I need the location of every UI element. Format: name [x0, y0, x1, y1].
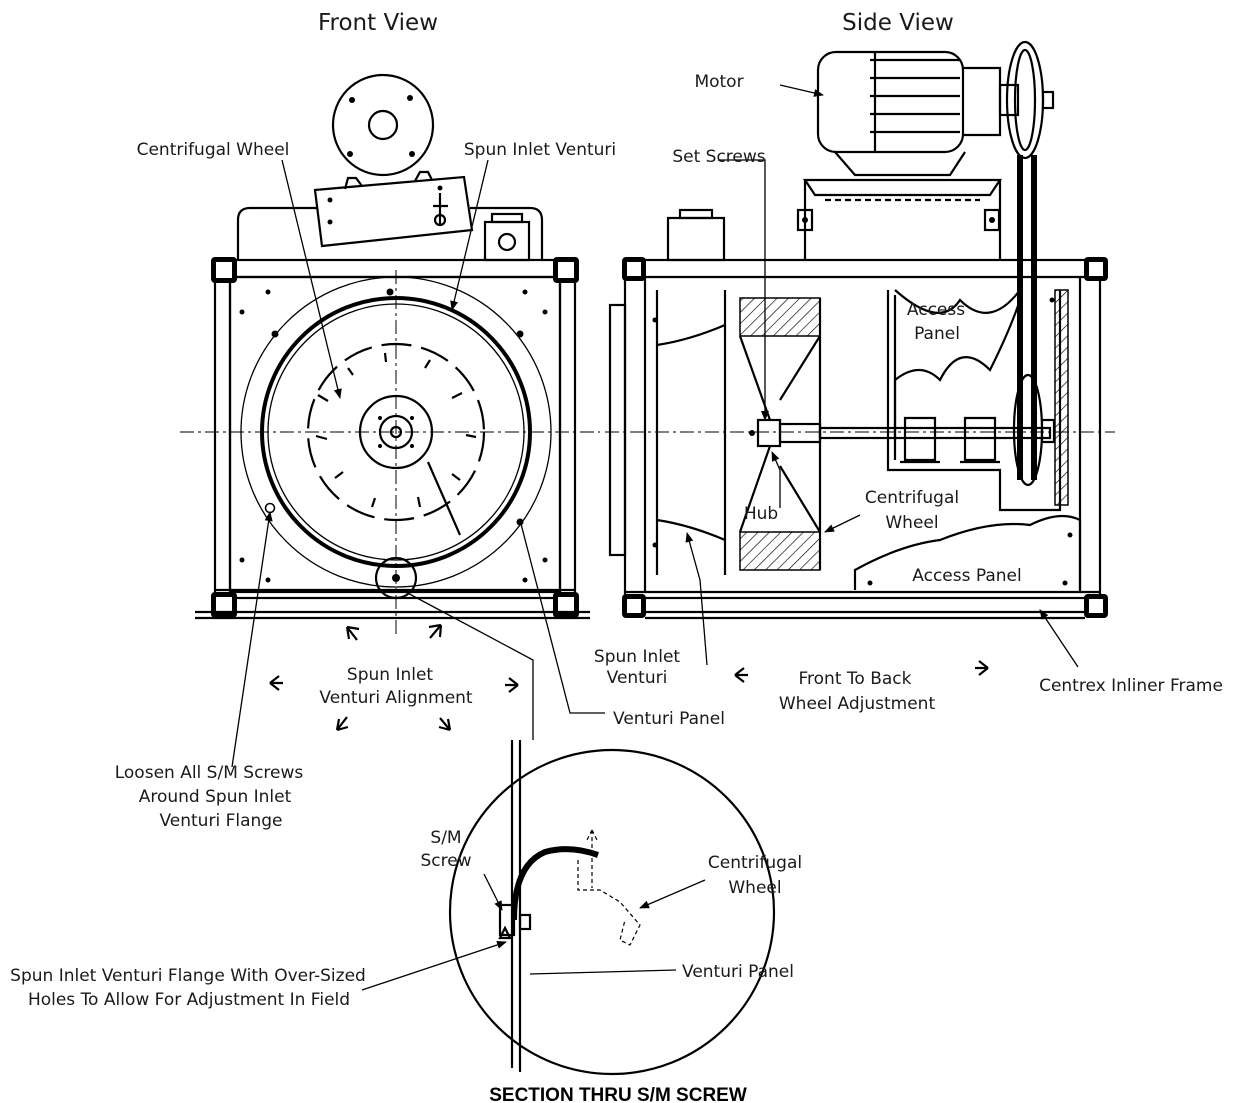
side-view: [605, 40, 1115, 683]
label-venturi-alignment-1: Spun Inlet: [347, 665, 434, 685]
label-spun-inlet-side-2: Venturi: [607, 668, 668, 688]
section-circle: [448, 748, 776, 1076]
label-centrifugal-wheel: Centrifugal Wheel: [137, 140, 290, 160]
label-spun-inlet-venturi: Spun Inlet Venturi: [464, 140, 616, 160]
label-front-to-back-2: Wheel Adjustment: [779, 694, 936, 714]
label-motor: Motor: [694, 72, 743, 92]
side-view-title: Side View: [842, 10, 954, 36]
label-spun-inlet-side-1: Spun Inlet: [594, 647, 681, 667]
section-detail: [448, 740, 776, 1076]
front-motor-mount: [313, 175, 474, 248]
label-loosen-3: Venturi Flange: [159, 811, 282, 831]
label-venturi-panel: Venturi Panel: [613, 709, 725, 729]
label-centrex-frame: Centrex Inliner Frame: [1039, 676, 1223, 696]
label-centrifugal-detail-1: Centrifugal: [708, 853, 802, 873]
label-loosen-1: Loosen All S/M Screws: [115, 763, 304, 783]
label-centrifugal-wheel-side-2: Wheel: [885, 513, 938, 533]
label-venturi-alignment-2: Venturi Alignment: [319, 688, 473, 708]
label-front-to-back-1: Front To Back: [799, 669, 912, 689]
label-flange-note-1: Spun Inlet Venturi Flange With Over-Size…: [10, 966, 366, 986]
label-loosen-2: Around Spun Inlet: [139, 787, 292, 807]
side-motor: [816, 50, 965, 154]
front-view: [180, 73, 600, 732]
labels: Centrifugal Wheel Spun Inlet Venturi Mot…: [10, 72, 1223, 1103]
label-access-panel-top-2: Panel: [914, 324, 960, 344]
label-centrifugal-wheel-side-1: Centrifugal: [865, 488, 959, 508]
label-access-panel-bottom: Access Panel: [912, 566, 1021, 586]
front-motor-shaft: [367, 109, 399, 141]
section-caption: SECTION THRU S/M SCREW: [489, 1085, 747, 1103]
label-flange-note-2: Holes To Allow For Adjustment In Field: [28, 990, 350, 1010]
side-wheel-top: [739, 297, 821, 337]
leader-lines: [231, 84, 1079, 991]
label-hub: Hub: [744, 504, 778, 524]
front-frame: [213, 258, 577, 600]
label-centrifugal-detail-2: Wheel: [728, 878, 781, 898]
label-venturi-panel-detail: Venturi Panel: [682, 962, 794, 982]
label-sm-screw-1: S/M: [430, 828, 461, 848]
side-wheel-bottom: [739, 531, 821, 571]
label-sm-screw-2: Screw: [420, 851, 471, 871]
front-view-title: Front View: [318, 10, 438, 36]
side-hub: [756, 418, 782, 448]
label-access-panel-top-1: Access: [907, 300, 965, 320]
front-motor-housing: [331, 73, 435, 177]
label-set-screws: Set Screws: [672, 147, 765, 167]
